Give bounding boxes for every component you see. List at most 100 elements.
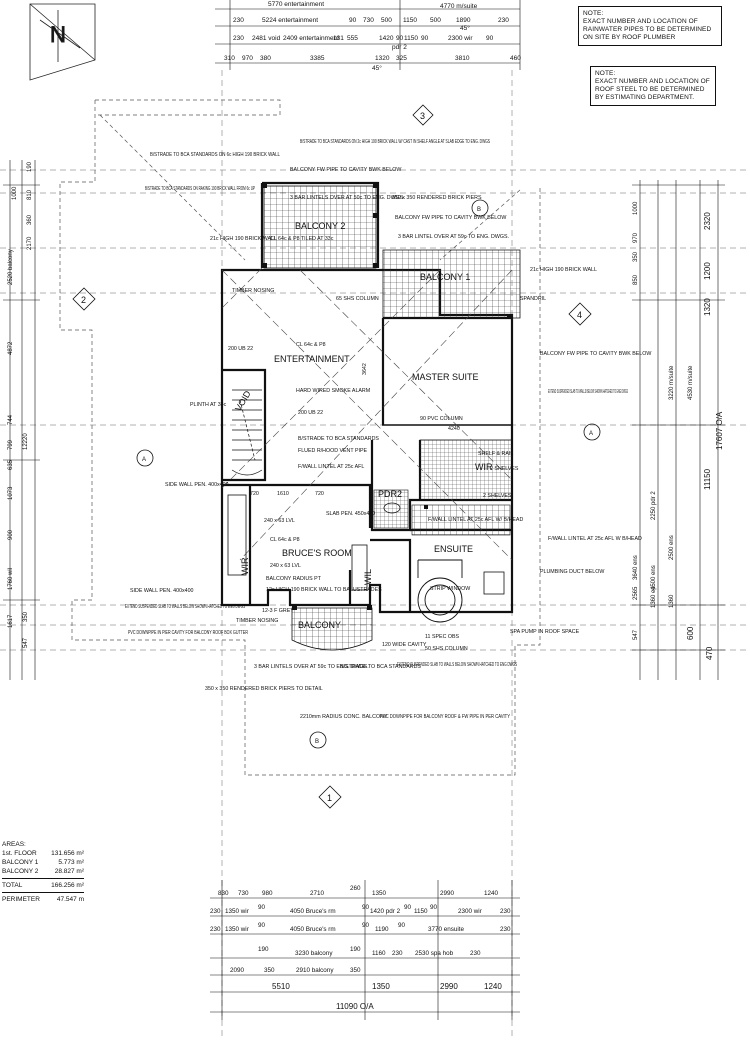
dim-text: 1350 wir bbox=[225, 926, 249, 933]
dim-text: 1150 bbox=[414, 908, 428, 915]
svg-text:2: 2 bbox=[81, 295, 86, 305]
dim-text: 1617 bbox=[8, 614, 14, 628]
annotation: TIMBER NOSING bbox=[236, 618, 278, 624]
perimeter-value: 47.547 m bbox=[56, 896, 84, 903]
dim-text: 547 bbox=[23, 637, 29, 648]
svg-text:A: A bbox=[142, 457, 146, 463]
dim-text: 230 bbox=[210, 908, 221, 915]
annotation: TIMBER NOSING bbox=[232, 288, 274, 294]
dim-text: 970 bbox=[633, 232, 639, 243]
room-label: BALCONY 1 bbox=[420, 272, 470, 282]
annotation: 3 BAR LINTELS OVER AT 59c TO ENG. DWGS. bbox=[254, 664, 369, 670]
dim-text: 1240 bbox=[484, 982, 502, 991]
dim-text: 90 bbox=[421, 35, 429, 42]
ensuite-tiles bbox=[411, 504, 511, 536]
annotation: SPANDRIL bbox=[520, 296, 546, 302]
areas-table: AREAS: 1st. FLOOR 131.656 m² BALCONY 1 5… bbox=[2, 840, 84, 904]
svg-text:B: B bbox=[477, 207, 481, 213]
annotation: 4240 bbox=[448, 426, 460, 432]
dim-text: 3770 ensuite bbox=[428, 926, 465, 933]
brick-piers bbox=[262, 183, 512, 610]
dim-text: 970 bbox=[242, 55, 253, 62]
dim-text: 90 bbox=[404, 904, 412, 911]
dim-text: 555 bbox=[347, 35, 358, 42]
balcony-2-tiles bbox=[263, 185, 377, 269]
room-label: ENTERTAINMENT bbox=[274, 354, 350, 364]
area-total-label: TOTAL bbox=[2, 882, 23, 889]
section-marker-b-bottom: B bbox=[309, 731, 327, 749]
dim-text: 730 bbox=[238, 890, 249, 897]
areas-row: BALCONY 2 28.827 m² bbox=[2, 867, 84, 876]
annotation: SPA PUMP IN ROOF SPACE bbox=[510, 629, 580, 635]
annotation: B/STRADE TO BCA STANDARDS ON RAKING 190 … bbox=[145, 186, 255, 192]
dim-text: 635 bbox=[8, 459, 14, 470]
area-label: BALCONY 2 bbox=[2, 868, 39, 875]
svg-text:A: A bbox=[589, 431, 593, 437]
dim-text: 850 bbox=[633, 274, 639, 285]
dim-text: 350 bbox=[23, 611, 29, 622]
dim-text: 3230 balcony bbox=[295, 950, 333, 957]
dim-text: 1000 bbox=[12, 186, 18, 200]
dim-text: 1360 bbox=[669, 594, 675, 608]
annotation: SIDE WALL PEN. 400x400 bbox=[130, 588, 194, 594]
annotation: 2210mm RADIUS CONC. BALCONY bbox=[300, 714, 388, 720]
right-dim-labels: 1000 970 350 850 2320 1200 1320 17607 O/… bbox=[633, 201, 724, 660]
room-label: WIR bbox=[240, 557, 250, 575]
section-marker-3: 3 bbox=[412, 104, 434, 126]
annotation: 65 SHS COLUMN bbox=[336, 296, 379, 302]
dim-text: 4530 m/suite bbox=[688, 365, 694, 400]
pdr-tiles bbox=[373, 489, 409, 529]
area-total-value: 166.256 m² bbox=[51, 882, 84, 889]
north-point-icon: N bbox=[29, 3, 96, 81]
section-marker-a-left: A bbox=[136, 449, 154, 467]
annotation: 12c HIGH 190 BRICK WALL TO BALUSTRADES bbox=[266, 587, 382, 593]
dim-text: 4500 ens bbox=[651, 565, 657, 590]
annotation: BALCONY FW PIPE TO CAVITY BWK BELOW bbox=[395, 215, 506, 221]
dim-text: 1420 pdr 2 bbox=[370, 908, 401, 915]
dim-text: 2990 bbox=[440, 890, 455, 897]
dim-text: 600 bbox=[686, 626, 695, 640]
dim-text: 1000 bbox=[633, 201, 639, 215]
dim-text: 799 bbox=[8, 439, 14, 450]
section-marker-b-top: B bbox=[471, 199, 489, 217]
dim-text: 260 bbox=[350, 885, 361, 892]
annotation: 3642 bbox=[362, 363, 368, 375]
dim-text: 90 bbox=[398, 922, 406, 929]
annotation: 350 x 350 RENDERED BRICK PIERS bbox=[392, 195, 482, 201]
dim-text: 2170 bbox=[27, 236, 33, 250]
dim-text: 900 bbox=[8, 529, 14, 540]
dim-text: 1320 bbox=[375, 55, 390, 62]
dim-text: 1190 bbox=[375, 926, 389, 933]
dim-text: 2520 balcony bbox=[8, 249, 14, 285]
annotation: 21c HIGH 190 BRICK WALL bbox=[210, 236, 277, 242]
area-value: 28.827 m² bbox=[54, 868, 84, 875]
annotation: F/WALL LINTEL AT 25c AFL bbox=[298, 464, 364, 470]
dim-text: 230 bbox=[470, 950, 481, 957]
dim-text: 230 bbox=[233, 35, 244, 42]
room-label: PDR2 bbox=[378, 489, 402, 499]
dim-text: 5510 bbox=[272, 982, 290, 991]
dim-text: 230 bbox=[233, 17, 244, 24]
room-label: MASTER SUITE bbox=[412, 372, 479, 382]
note-line: ON SITE BY ROOF PLUMBER bbox=[583, 34, 676, 41]
dim-text: 2300 wir bbox=[458, 908, 482, 915]
areas-perimeter-row: PERIMETER 47.547 m bbox=[2, 895, 84, 904]
annotation: 200 UB 22 bbox=[228, 346, 253, 352]
dim-text: 5224 entertainment bbox=[262, 17, 318, 24]
annotation: 2 SHELVES bbox=[483, 493, 512, 499]
dim-text: 500 bbox=[430, 17, 441, 24]
svg-text:3: 3 bbox=[420, 111, 425, 121]
svg-text:B: B bbox=[315, 739, 319, 745]
dim-text: 460 bbox=[510, 55, 521, 62]
annotation: 240 x 63 LVL bbox=[270, 563, 301, 569]
dim-text: 3220 m/suite bbox=[669, 365, 675, 400]
annotation: BALCONY FW PIPE TO CAVITY BWK BELOW bbox=[290, 167, 401, 173]
spa-icon bbox=[417, 559, 463, 623]
dim-text: 45° bbox=[460, 24, 470, 32]
section-marker-2: 2 bbox=[72, 287, 96, 311]
dim-text: 230 bbox=[498, 17, 509, 24]
dim-text: 350 bbox=[633, 251, 639, 262]
areas-row: BALCONY 1 5.773 m² bbox=[2, 858, 84, 867]
dim-text: 2910 balcony bbox=[296, 967, 334, 974]
bottom-dim-labels: 830 730 980 2710 260 1350 2990 1240 230 … bbox=[210, 885, 511, 1011]
